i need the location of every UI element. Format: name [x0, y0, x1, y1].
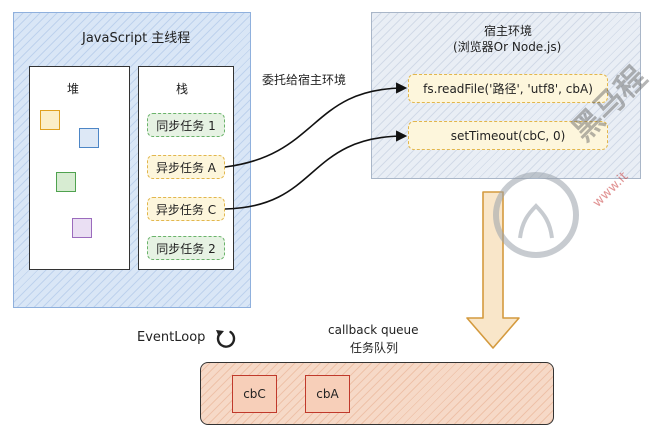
arrow-async-a-to-readfile — [224, 82, 408, 168]
host-task-readfile: fs.readFile('路径', 'utf8', cbA) — [408, 74, 608, 103]
heap-object — [72, 218, 92, 238]
arrow-async-c-to-settimeout — [224, 130, 408, 210]
stack-item-sync-1: 同步任务 1 — [147, 113, 225, 137]
main-thread-title: JavaScript 主线程 — [82, 31, 191, 46]
heap-object — [56, 172, 76, 192]
queue-subtitle: 任务队列 — [350, 341, 399, 355]
watermark-logo-icon — [493, 172, 579, 258]
stack-item-async-a: 异步任务 A — [147, 155, 225, 179]
host-task-settimeout: setTimeout(cbC, 0) — [408, 121, 608, 150]
heap-label: 堆 — [67, 82, 80, 96]
stack-label: 栈 — [176, 82, 189, 96]
queue-item-cbc: cbC — [232, 375, 277, 413]
heap-object — [79, 128, 99, 148]
host-subtitle: (浏览器Or Node.js) — [453, 40, 562, 54]
arrow-host-to-queue — [466, 191, 520, 349]
eventloop-icon — [216, 330, 236, 348]
host-title: 宿主环境 — [484, 24, 533, 38]
eventloop-label: EventLoop — [137, 330, 206, 345]
delegate-label: 委托给宿主环境 — [262, 73, 347, 87]
stack-item-async-c: 异步任务 C — [147, 197, 225, 221]
stack-item-sync-2: 同步任务 2 — [147, 236, 225, 260]
heap-object — [40, 110, 60, 130]
queue-title: callback queue — [328, 323, 419, 337]
queue-item-cba: cbA — [305, 375, 350, 413]
